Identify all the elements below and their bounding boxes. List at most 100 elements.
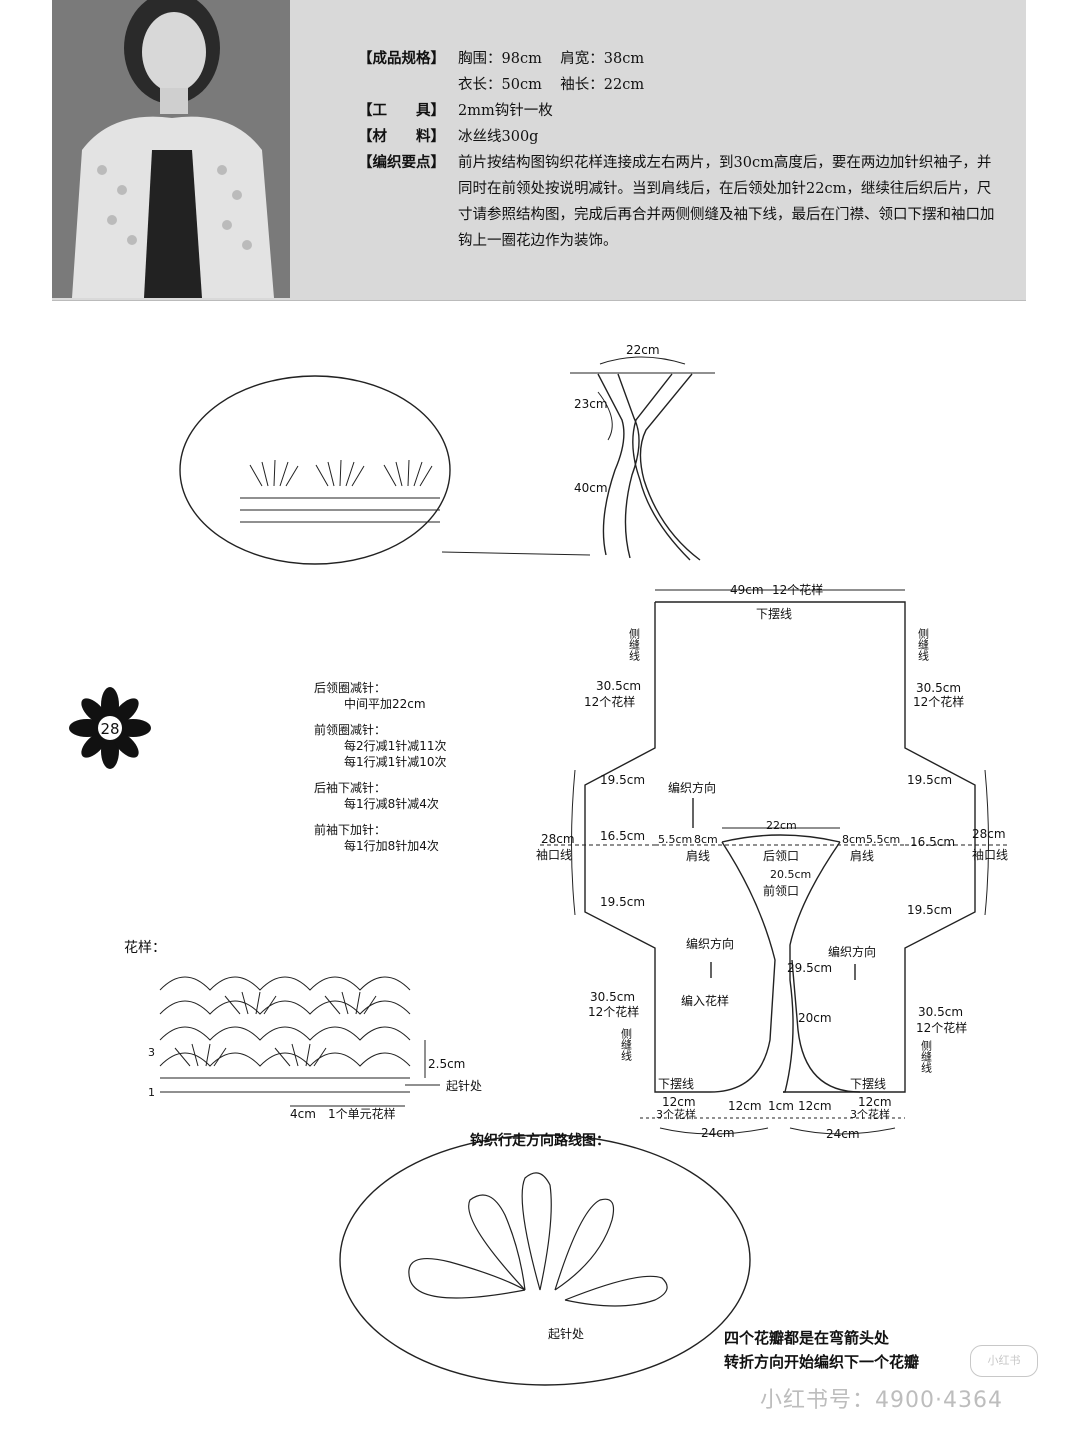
direction-left: 编织方向 bbox=[686, 936, 734, 951]
side-seam-upper-left: 侧缝线 bbox=[628, 628, 641, 661]
top-width-label: 49cm bbox=[730, 583, 764, 597]
route-title: 钩织行走方向路线图： bbox=[470, 1132, 610, 1149]
page-badge-flower: 28 bbox=[69, 687, 151, 769]
collar-lace-motif bbox=[240, 459, 440, 523]
neck-top-width: 22cm bbox=[766, 819, 797, 832]
back-sleeve-step: 每1行减8针减4次 bbox=[344, 797, 439, 811]
back-neck-label: 后领口 bbox=[763, 849, 799, 863]
back-neck-step: 中间平加22cm bbox=[344, 697, 426, 711]
collar-detail-ellipse bbox=[179, 375, 451, 565]
shoulder-width-left-a: 5.5cm bbox=[658, 833, 692, 846]
front-neck-step-2: 每1行减1针减10次 bbox=[344, 755, 447, 769]
bottom-total-right: 24cm bbox=[826, 1127, 860, 1141]
shoulder-width-right-a: 5.5cm bbox=[866, 833, 900, 846]
collar-top-width: 22cm bbox=[626, 343, 660, 357]
garment-schematic bbox=[540, 589, 1010, 1135]
front-curve: 20cm bbox=[798, 1011, 832, 1025]
lower-height-left: 30.5cm bbox=[590, 990, 635, 1004]
front-neck-step-1: 每2行减1针减11次 bbox=[344, 739, 447, 753]
front-neck-title: 前领圈减针： bbox=[314, 723, 387, 737]
cuff-right: 28cm bbox=[972, 827, 1006, 841]
sleeve-lower-right: 19.5cm bbox=[907, 903, 952, 917]
row-3: 3 bbox=[148, 1046, 155, 1059]
bottom-width-left: 12cm bbox=[662, 1095, 696, 1109]
collar-mid-length: 23cm bbox=[574, 397, 608, 411]
bottom-center-right: 12cm bbox=[798, 1099, 832, 1113]
route-ellipse bbox=[339, 1134, 751, 1386]
sleeve-value: 袖长：22cm bbox=[560, 77, 645, 93]
material-value: 冰丝线300g bbox=[458, 129, 539, 145]
petal-note: 四个花瓣都是在弯箭头处 转折方向开始编织下一个花瓣 bbox=[724, 1326, 919, 1374]
model-photo bbox=[52, 0, 290, 298]
cuff-line-right: 袖口线 bbox=[972, 847, 1008, 862]
side-seam-upper-right: 侧缝线 bbox=[917, 628, 930, 661]
notes-label: 【编织要点】 bbox=[358, 154, 445, 171]
lower-motifs-left: 12个花样 bbox=[588, 1004, 639, 1019]
lower-motifs-right: 12个花样 bbox=[916, 1020, 967, 1035]
lower-height-right: 30.5cm bbox=[918, 1005, 963, 1019]
cuff-line-left: 袖口线 bbox=[536, 847, 572, 862]
row-1: 1 bbox=[148, 1086, 155, 1099]
watermark-text: 小红书号：4900·4364 bbox=[760, 1388, 1003, 1413]
into-pattern: 编入花样 bbox=[681, 993, 729, 1008]
direction-right: 编织方向 bbox=[828, 944, 876, 959]
sleeve-upper-left: 19.5cm bbox=[600, 773, 645, 787]
shoulder-line-right: 肩线 bbox=[850, 848, 874, 863]
top-motifs-label: 12个花样 bbox=[772, 582, 823, 597]
shoulder-width-left-b: 8cm bbox=[694, 833, 718, 846]
bottom-center-left: 12cm bbox=[728, 1099, 762, 1113]
collar-low-length: 40cm bbox=[574, 481, 608, 495]
hem-line-left: 下摆线 bbox=[658, 1077, 694, 1091]
shoulder-line-left: 肩线 bbox=[686, 848, 710, 863]
hem-line-top: 下摆线 bbox=[756, 607, 792, 621]
upper-height-right: 30.5cm bbox=[916, 681, 961, 695]
bottom-gap: 1cm bbox=[768, 1099, 794, 1113]
sleeve-lower-left: 19.5cm bbox=[600, 895, 645, 909]
back-neck-title: 后领圈减针： bbox=[314, 681, 387, 695]
side-seam-lower-left: 侧缝线 bbox=[620, 1028, 633, 1061]
model-photo-illustration bbox=[52, 0, 290, 298]
back-sleeve-title: 后袖下减针： bbox=[314, 781, 387, 795]
decrease-instructions: 后领圈减针： 中间平加22cm 前领圈减针： 每2行减1针减11次 每1行减1针… bbox=[314, 680, 447, 854]
tool-label: 【工 具】 bbox=[358, 102, 445, 119]
front-sleeve-title: 前袖下加针： bbox=[314, 823, 387, 837]
upper-height-left: 30.5cm bbox=[596, 679, 641, 693]
sleeve-mid-left: 16.5cm bbox=[600, 829, 645, 843]
petal-note-line-1: 四个花瓣都是在弯箭头处 bbox=[724, 1329, 890, 1347]
watermark-badge: 小红书 bbox=[970, 1345, 1038, 1377]
hem-line-right: 下摆线 bbox=[850, 1077, 886, 1091]
page-number: 28 bbox=[100, 720, 119, 738]
cuff-left: 28cm bbox=[541, 832, 575, 846]
collar-strip-drawing bbox=[570, 356, 715, 561]
shoulder-width-right-b: 8cm bbox=[842, 833, 866, 846]
route-petals bbox=[408, 1172, 668, 1307]
spec-label: 【成品规格】 bbox=[358, 50, 445, 67]
front-opening: 29.5cm bbox=[787, 961, 832, 975]
bottom-total-left: 24cm bbox=[701, 1126, 735, 1140]
length-value: 衣长：50cm bbox=[458, 77, 542, 93]
route-start: 起针处 bbox=[548, 1326, 584, 1341]
unit-width: 4cm bbox=[290, 1107, 316, 1121]
unit-label: 1个单元花样 bbox=[328, 1106, 396, 1121]
side-seam-lower-right: 侧缝线 bbox=[920, 1040, 933, 1073]
bottom-motifs-right: 3个花样 bbox=[850, 1107, 890, 1121]
bust-value: 胸围：98cm bbox=[458, 51, 542, 67]
neck-depth: 20.5cm bbox=[770, 868, 811, 881]
front-neck-label: 前领口 bbox=[763, 883, 799, 898]
tool-value: 2mm钩针一枚 bbox=[458, 103, 553, 119]
bottom-motifs-left: 3个花样 bbox=[656, 1107, 696, 1121]
sleeve-upper-right: 19.5cm bbox=[907, 773, 952, 787]
front-sleeve-step: 每1行加8针加4次 bbox=[344, 839, 439, 853]
notes-text: 前片按结构图钩织花样连接成左右两片，到30cm高度后，要在两边加针织袖子，并同时… bbox=[458, 155, 995, 249]
upper-motifs-left: 12个花样 bbox=[584, 694, 635, 709]
pattern-title: 花样： bbox=[124, 940, 166, 956]
stitch-chart bbox=[159, 976, 440, 1107]
sleeve-mid-right: 16.5cm bbox=[910, 835, 955, 849]
petal-note-line-2: 转折方向开始编织下一个花瓣 bbox=[724, 1353, 920, 1371]
material-label: 【材 料】 bbox=[358, 128, 445, 145]
upper-motifs-right: 12个花样 bbox=[913, 694, 964, 709]
pattern-start: 起针处 bbox=[446, 1078, 482, 1093]
spec-block: 【成品规格】 胸围：98cm 肩宽：38cm 衣长：50cm 袖长：22cm 【… bbox=[358, 46, 998, 254]
pattern-height: 2.5cm bbox=[428, 1057, 465, 1071]
